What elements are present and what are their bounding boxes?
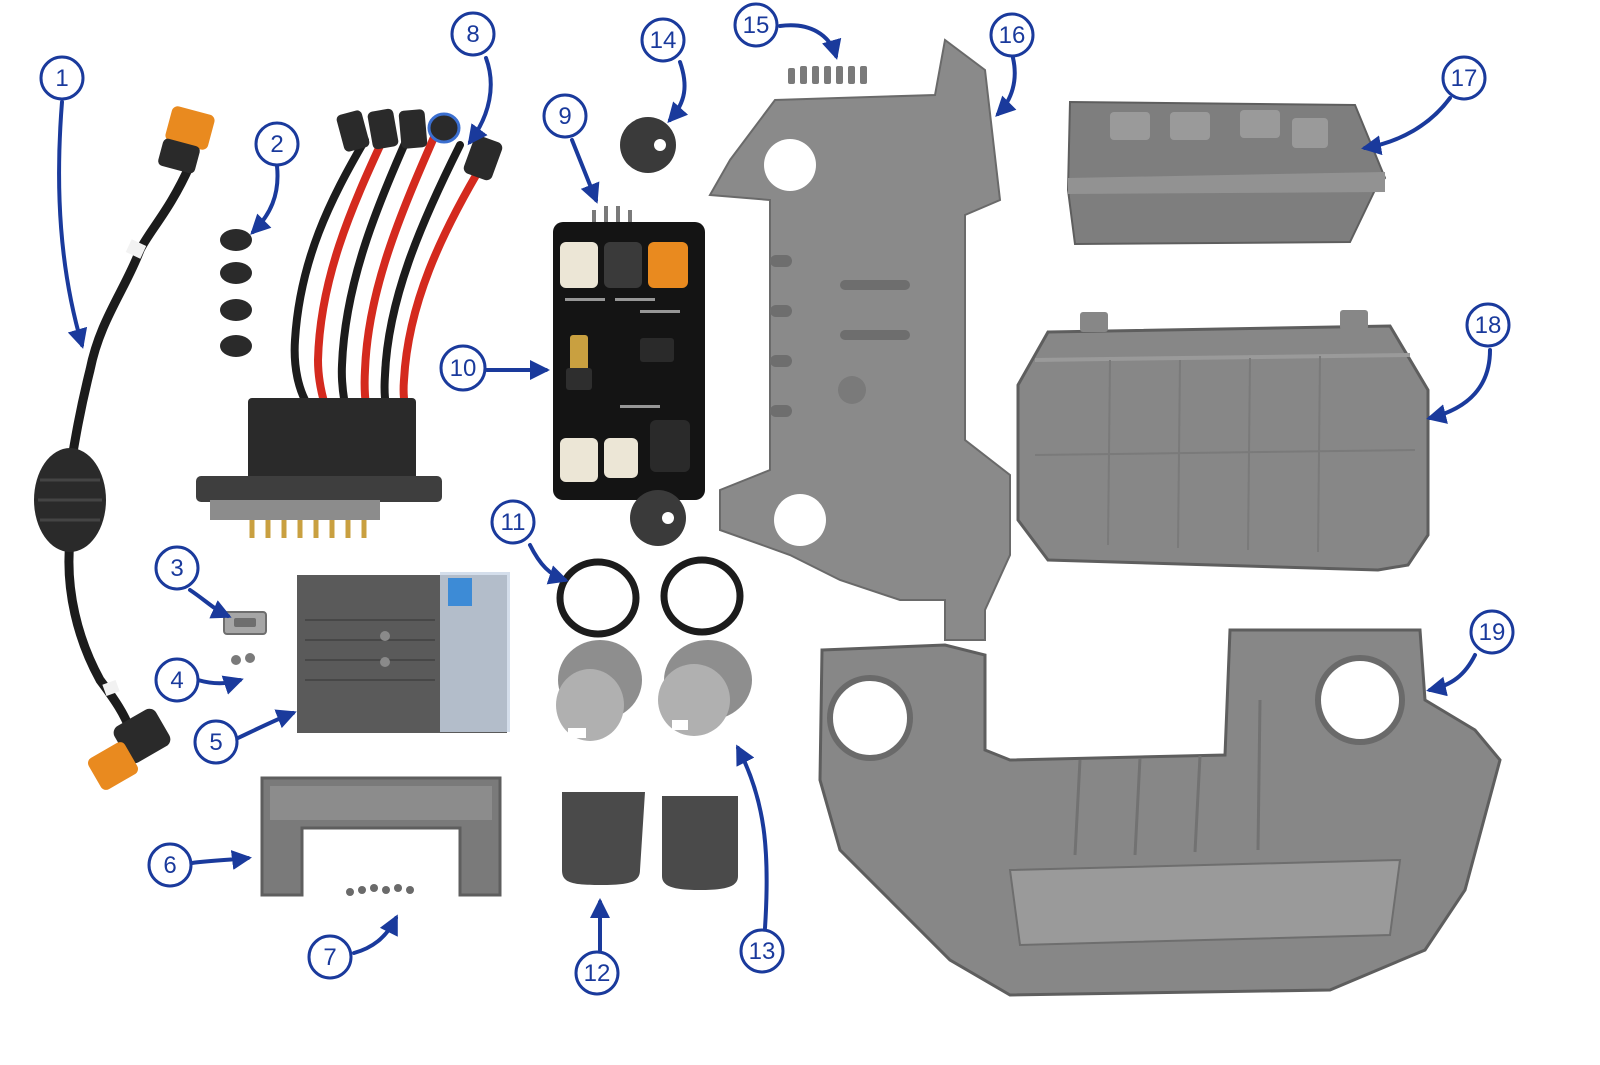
arrow-13 <box>736 744 769 930</box>
callout-13: 13 <box>739 928 785 974</box>
callout-9-label: 9 <box>558 103 571 130</box>
callout-11-label: 11 <box>501 509 526 536</box>
callout-6: 6 <box>147 842 193 888</box>
callout-19: 19 <box>1469 609 1515 655</box>
callout-6-label: 6 <box>163 852 176 879</box>
callout-2: 2 <box>254 121 300 167</box>
part-13-caps <box>556 640 752 741</box>
arrow-15 <box>778 23 842 60</box>
callout-1-label: 1 <box>55 65 68 92</box>
callout-8-label: 8 <box>466 21 479 48</box>
part-10-pcb-board <box>553 222 705 500</box>
callout-15: 15 <box>733 2 779 48</box>
callout-2-label: 2 <box>270 131 283 158</box>
callout-7: 7 <box>307 934 353 980</box>
callout-17: 17 <box>1441 55 1487 101</box>
callout-3-label: 3 <box>170 555 183 582</box>
arrow-2 <box>250 164 280 235</box>
callout-3: 3 <box>154 545 200 591</box>
arrow-19 <box>1426 653 1477 697</box>
callout-12-label: 12 <box>584 960 611 987</box>
callout-10: 10 <box>439 344 487 392</box>
arrow-9 <box>570 138 600 204</box>
part-19-base-housing <box>818 628 1502 997</box>
part-12-covers <box>562 792 738 890</box>
callout-10-label: 10 <box>450 355 477 382</box>
callout-18: 18 <box>1465 302 1511 348</box>
callout-17-label: 17 <box>1451 65 1478 92</box>
callout-7-label: 7 <box>323 944 336 971</box>
callout-11: 11 <box>490 499 536 545</box>
callout-12: 12 <box>574 950 620 996</box>
callout-badges: 1 2 3 4 5 6 7 8 <box>39 2 1515 996</box>
part-5-heat-sink-sheet <box>297 572 510 733</box>
part-4-screws <box>231 653 255 665</box>
callout-16: 16 <box>989 12 1035 58</box>
arrow-8 <box>467 56 493 146</box>
callout-5-label: 5 <box>209 729 222 756</box>
callout-14-label: 14 <box>650 27 677 54</box>
part-11-o-rings <box>556 556 744 638</box>
part-15-screws <box>788 66 867 84</box>
arrow-7 <box>352 914 398 955</box>
arrow-3 <box>188 588 232 619</box>
callout-15-label: 15 <box>743 12 770 39</box>
callout-4: 4 <box>154 657 200 703</box>
arrow-1 <box>57 100 88 349</box>
part-14-grommets <box>620 117 686 546</box>
part-7-screws <box>346 884 414 896</box>
callout-1: 1 <box>39 55 85 101</box>
callout-9: 9 <box>542 93 588 139</box>
arrow-6 <box>190 850 252 870</box>
callout-4-label: 4 <box>170 667 183 694</box>
callout-5: 5 <box>193 719 239 765</box>
part-17-top-cover <box>1066 100 1387 246</box>
arrow-17 <box>1361 96 1452 156</box>
part-18-lid <box>1016 310 1430 572</box>
part-2-grommets <box>220 229 252 357</box>
arrow-14 <box>667 60 689 123</box>
callout-14: 14 <box>640 17 686 63</box>
part-8-wiring-harness <box>196 108 503 538</box>
arrow-16 <box>995 56 1017 117</box>
callout-19-label: 19 <box>1479 619 1506 646</box>
callout-16-label: 16 <box>999 22 1026 49</box>
callout-13-label: 13 <box>749 938 776 965</box>
part-6-u-frame <box>260 776 502 897</box>
callout-arrows <box>57 23 1492 955</box>
arrow-5 <box>236 709 297 740</box>
part-3-bracket <box>223 611 267 635</box>
arrow-11 <box>528 543 569 585</box>
arrow-4 <box>196 675 244 695</box>
callout-18-label: 18 <box>1475 312 1502 339</box>
part-9-screws <box>592 206 632 228</box>
arrow-18 <box>1426 348 1492 424</box>
part-16-chassis-frame <box>708 38 1011 641</box>
callout-8: 8 <box>450 11 496 57</box>
part-1-y-cable <box>34 106 215 790</box>
